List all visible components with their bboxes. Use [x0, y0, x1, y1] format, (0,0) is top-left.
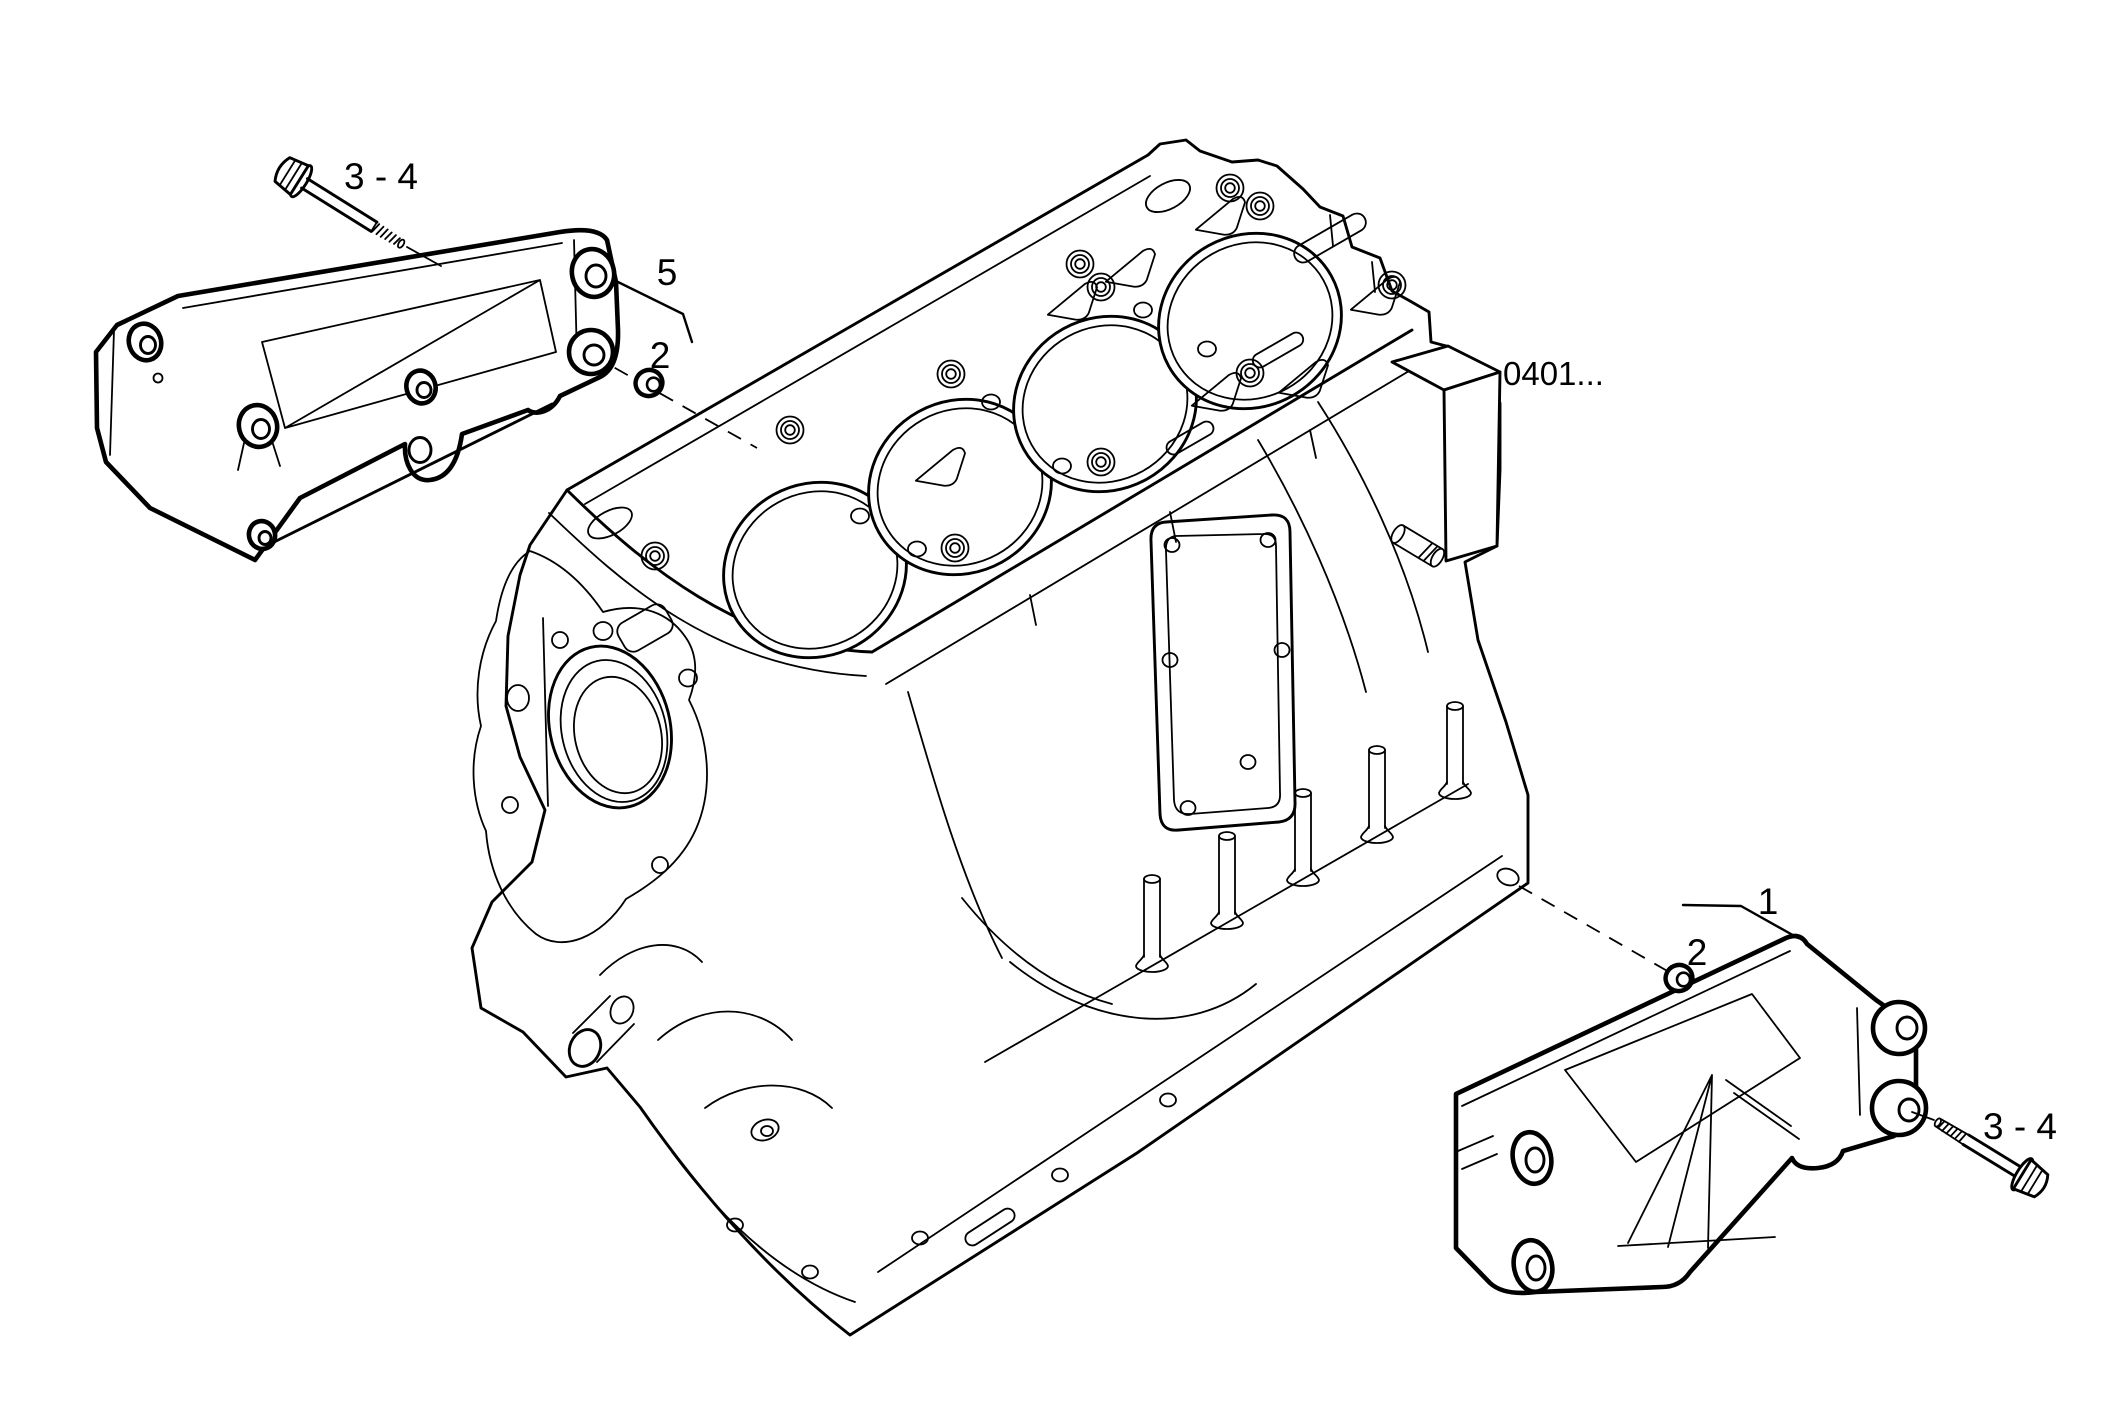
- timing-cover-face: [472, 550, 708, 944]
- mount-bracket-left: [93, 227, 621, 563]
- bracket-left-tab-bore: [407, 436, 433, 464]
- bracket-right-box-opening: [1564, 993, 1801, 1163]
- engine-block: [470, 138, 1530, 1337]
- assembly-axis-right: [1518, 885, 1705, 993]
- bolt-leader-top: [406, 246, 442, 267]
- oil-pan-rail: [671, 855, 1503, 1303]
- bracket-right-seam: [1856, 1007, 1861, 1116]
- bracket-right-plate-bore-lower: [1511, 1237, 1555, 1295]
- side-cover-window: [1149, 513, 1297, 832]
- assembly-axis-left: [591, 354, 758, 449]
- bracket-right-upper-bore: [1895, 1015, 1919, 1041]
- front-overhang: [506, 512, 867, 807]
- deck-coolant-passages: [912, 195, 1404, 489]
- bracket-right-gusset: [1617, 1074, 1776, 1249]
- bracket-right-plate-bore-upper-inner: [1524, 1146, 1546, 1174]
- lifting-eye-hole: [1145, 179, 1191, 213]
- callout-bushing-left: 2: [650, 335, 671, 376]
- dowel-sleeve: [1390, 524, 1446, 568]
- crankcase-studs: [984, 701, 1472, 1063]
- bracket-right-top-band: [1461, 950, 1791, 1107]
- flange-bolt-top-left: [273, 156, 406, 249]
- callout-leader-1: [1681, 903, 1800, 940]
- oil-pump-casting: [567, 944, 833, 1142]
- callout-bushing-right: 2: [1687, 932, 1708, 973]
- bracket-right-lower-bore: [1897, 1097, 1921, 1123]
- flange-bolt-bottom-right: [1933, 1117, 2050, 1199]
- callout-bracket-left: 5: [657, 252, 678, 293]
- bolt-leader-bottom: [1911, 1111, 1935, 1121]
- bracket-left-box-opening: [261, 279, 557, 429]
- bracket-right-outline: [1453, 933, 1919, 1296]
- corner-tab-hole: [587, 506, 633, 540]
- bracket-left-lug-stem: [237, 440, 281, 471]
- bracket-left-plate-bore-upper-inner: [139, 335, 157, 355]
- callout-bracket-right: 1: [1758, 881, 1779, 922]
- callout-bolt-bottom-right: 3 - 4: [1983, 1106, 2057, 1147]
- end-face-bore: [1496, 867, 1520, 887]
- bracket-left-top-band: [182, 242, 563, 309]
- callout-leader-5: [616, 280, 694, 344]
- side-ribs: [907, 401, 1429, 1020]
- bracket-left-lower-bore: [582, 343, 606, 367]
- bracket-left-middle-bore-inner: [415, 381, 433, 399]
- bracket-right-plate-bore-upper: [1510, 1129, 1554, 1187]
- bracket-right-foot-ribs: [1725, 1079, 1800, 1140]
- block-section-reference: 0401...: [1503, 355, 1604, 392]
- deck-side-band: [885, 361, 1425, 685]
- bracket-right-upper-boss: [1870, 999, 1928, 1057]
- bracket-left-plate-lug-bore: [251, 418, 271, 440]
- bracket-left-lower-boss: [566, 327, 616, 377]
- cylinder-bores: [722, 231, 1343, 660]
- bracket-left-plate-bore-lower-inner: [257, 530, 273, 546]
- callout-bolt-top-left: 3 - 4: [344, 156, 418, 197]
- deck-gasket-inner-line: [584, 175, 1151, 505]
- bracket-left-plate-dot: [152, 372, 164, 384]
- mounting-pad: [1329, 214, 1502, 563]
- bracket-right-plate-hatch: [1457, 1135, 1498, 1170]
- deck-dowel-holes: [850, 301, 1217, 558]
- bracket-left-lower-edge: [260, 402, 554, 550]
- bracket-left-upper-bore: [584, 263, 608, 289]
- bracket-right-plate-bore-lower-inner: [1525, 1254, 1547, 1282]
- mount-bracket-right: [1453, 933, 1929, 1296]
